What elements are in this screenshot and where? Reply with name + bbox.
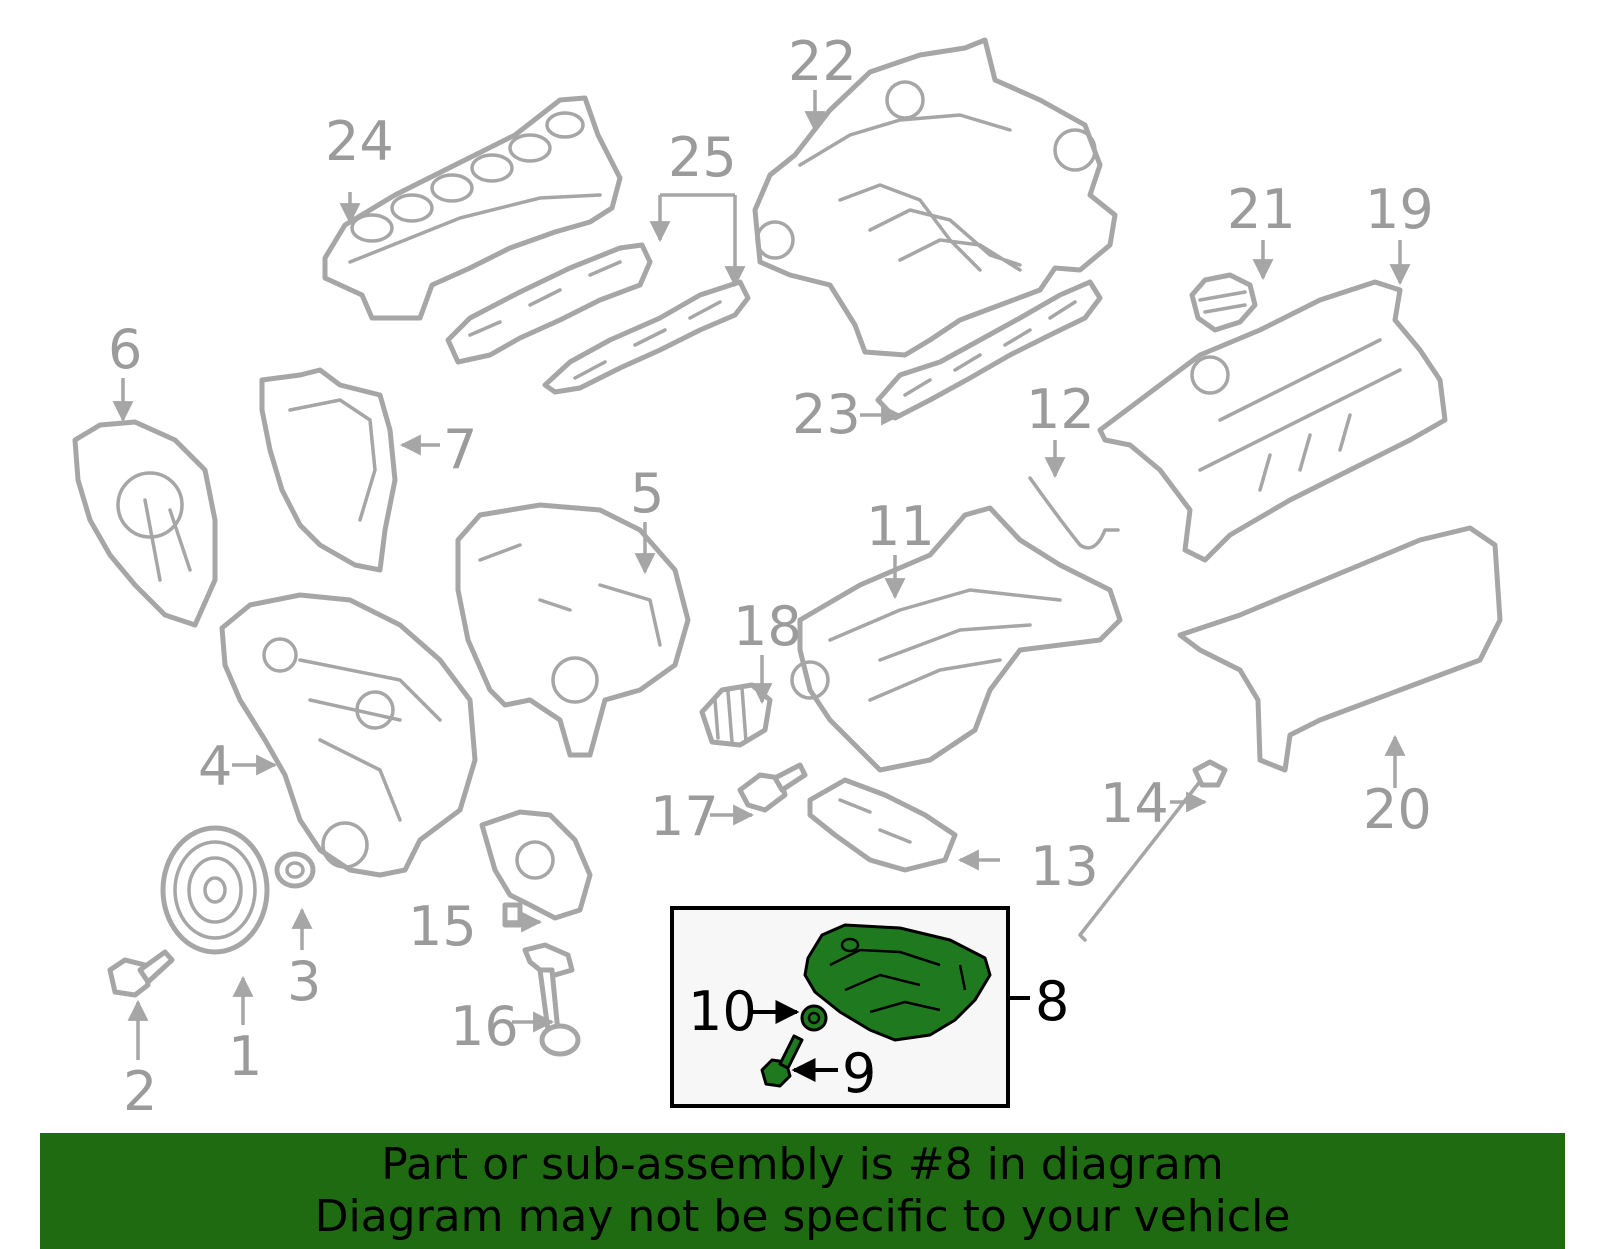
- callout-7: 7: [443, 418, 477, 481]
- banner-line-1: Part or sub-assembly is #8 in diagram: [381, 1139, 1224, 1190]
- part-20-valve-cover-gasket: [1177, 525, 1503, 773]
- part-17-oil-pressure-sensor: [737, 762, 808, 813]
- part-25-intake-gaskets: [445, 242, 751, 395]
- callout-labels: 24 25 22 23 21 19 12 11 5 6 7 4 18 17 13…: [108, 30, 1434, 1123]
- callout-25: 25: [668, 126, 737, 189]
- callout-6: 6: [108, 318, 142, 381]
- leader-lines: [112, 90, 1411, 1082]
- part-16-oil-strainer: [522, 942, 581, 1057]
- callout-13: 13: [1030, 835, 1099, 898]
- part-21-oil-filler-cap: [1189, 272, 1258, 333]
- part-10-drain-plug-washer: [800, 1004, 828, 1032]
- highlight-box: [670, 906, 1010, 1108]
- callout-18: 18: [733, 595, 802, 658]
- callout-8: 8: [1035, 970, 1069, 1033]
- part-07-water-pump-gasket: [259, 367, 398, 573]
- callout-14: 14: [1100, 772, 1169, 835]
- callout-12: 12: [1026, 378, 1095, 441]
- callout-19: 19: [1365, 178, 1434, 241]
- part-13-oil-pan-baffle: [807, 777, 958, 873]
- callout-23: 23: [792, 383, 861, 446]
- part-06-water-pump: [72, 419, 218, 628]
- part-05-timing-cover-inner: [455, 502, 691, 758]
- callout-20: 20: [1363, 778, 1432, 841]
- part-11-upper-oil-pan: [790, 505, 1123, 773]
- part-09-drain-plug-bolt: [760, 1034, 804, 1088]
- part-12-oil-pipe: [1028, 476, 1120, 550]
- part-22-intake-plenum: [752, 37, 1118, 358]
- part-23-plenum-gasket: [875, 279, 1103, 421]
- callout-16: 16: [450, 995, 519, 1058]
- callout-10: 10: [688, 980, 757, 1043]
- callout-2: 2: [123, 1060, 157, 1123]
- part-04-front-timing-cover: [219, 592, 478, 878]
- callout-9: 9: [842, 1042, 876, 1105]
- part-01-crankshaft-pulley: [160, 825, 270, 955]
- part-18-oil-filter: [699, 682, 773, 748]
- part-03-front-seal: [274, 851, 316, 889]
- callout-11: 11: [866, 495, 935, 558]
- part-08-lower-oil-pan: [803, 923, 992, 1042]
- callout-4: 4: [198, 735, 232, 798]
- callout-1: 1: [228, 1025, 262, 1088]
- callout-15: 15: [408, 895, 477, 958]
- part-24-intake-manifold-lower: [322, 95, 623, 321]
- part-14-dipstick: [1078, 759, 1228, 942]
- info-banner: Part or sub-assembly is #8 in diagram Di…: [40, 1133, 1565, 1249]
- part-15-oil-pump: [479, 809, 593, 928]
- part-02-pulley-bolt: [107, 949, 175, 998]
- part-19-valve-cover: [1097, 279, 1448, 563]
- callout-24: 24: [325, 110, 394, 173]
- callout-22: 22: [788, 30, 857, 93]
- callout-17: 17: [650, 785, 719, 848]
- callout-5: 5: [630, 462, 664, 525]
- callout-3: 3: [287, 950, 321, 1013]
- callout-21: 21: [1227, 178, 1296, 241]
- banner-line-2: Diagram may not be specific to your vehi…: [314, 1191, 1291, 1242]
